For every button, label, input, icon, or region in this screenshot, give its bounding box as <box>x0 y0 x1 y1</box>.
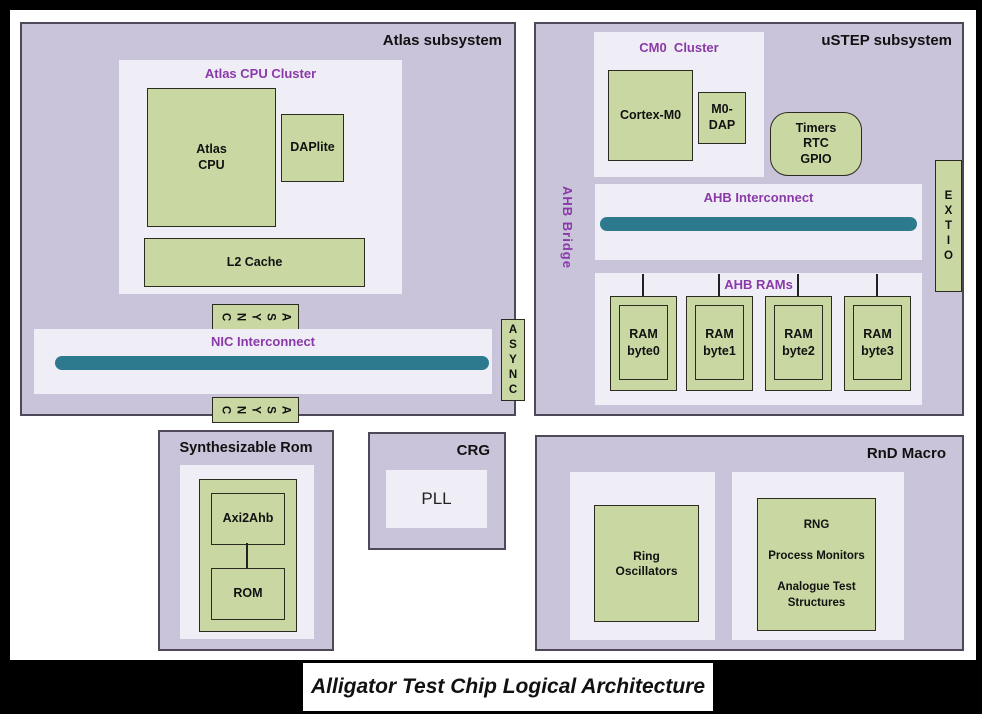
ram-byte3-block: RAM byte3 <box>844 296 911 391</box>
rnd-macro-box: RnD Macro Ring Oscillators RNG Process M… <box>535 435 964 651</box>
rng-process-monitors-block: RNG Process Monitors Analogue Test Struc… <box>757 498 876 631</box>
rnd-macro-title: RnD Macro <box>866 445 946 462</box>
ustep-subsystem-title: uSTEP subsystem <box>821 32 952 49</box>
ram-byte3-label: RAM byte3 <box>853 305 902 380</box>
ram3-connector-line <box>876 274 878 304</box>
atlas-cpu-cluster-panel: Atlas CPU Cluster Atlas CPU DAPlite L2 C… <box>119 60 402 294</box>
ring-oscillators-block: Ring Oscillators <box>594 505 699 622</box>
daplite-block: DAPlite <box>281 114 344 182</box>
atlas-cpu-cluster-title: Atlas CPU Cluster <box>204 66 317 81</box>
ahb-bridge-label: AHB Bridge <box>560 186 575 269</box>
ring-oscillators-panel: Ring Oscillators <box>570 472 715 640</box>
cm0-cluster-panel: CM0 Cluster Cortex-M0 M0- DAP <box>594 32 764 177</box>
axi2ahb-rom-connector-line <box>246 543 248 568</box>
atlas-subsystem-box: Atlas subsystem Atlas CPU Cluster Atlas … <box>20 22 525 423</box>
synthesizable-rom-title: Synthesizable Rom <box>179 440 313 456</box>
axi2ahb-block: Axi2Ahb <box>211 493 285 545</box>
ustep-subsystem-box: uSTEP subsystem CM0 Cluster Cortex-M0 M0… <box>534 22 964 416</box>
atlas-cpu-block: Atlas CPU <box>147 88 276 227</box>
rom-wrapper-block: Axi2Ahb ROM <box>199 479 297 632</box>
rom-block: ROM <box>211 568 285 620</box>
nic-interconnect-title: NIC Interconnect <box>210 334 315 349</box>
ram1-connector-line <box>718 274 720 304</box>
ram0-connector-line <box>642 274 644 304</box>
pll-block: PLL <box>386 470 487 528</box>
atlas-subsystem-title: Atlas subsystem <box>382 32 502 49</box>
ahb-interconnect-panel: AHB Interconnect <box>595 184 922 260</box>
synthesizable-rom-panel: Axi2Ahb ROM <box>180 465 314 639</box>
ram-byte2-block: RAM byte2 <box>765 296 832 391</box>
ahb-rams-panel: AHB RAMs RAM byte0 RAM byte1 RAM byte2 R… <box>595 273 922 405</box>
synthesizable-rom-box: Synthesizable Rom Axi2Ahb ROM <box>158 430 334 651</box>
l2-cache-block: L2 Cache <box>144 238 365 287</box>
m0-dap-block: M0- DAP <box>698 92 746 144</box>
rng-panel: RNG Process Monitors Analogue Test Struc… <box>732 472 904 640</box>
crg-box: CRG PLL <box>368 432 506 550</box>
ahb-interconnect-bus-bar <box>600 217 917 231</box>
ram-byte0-label: RAM byte0 <box>619 305 668 380</box>
ram-byte0-block: RAM byte0 <box>610 296 677 391</box>
nic-interconnect-panel: NIC Interconnect <box>34 329 492 394</box>
ram-byte2-label: RAM byte2 <box>774 305 823 380</box>
cm0-cluster-title: CM0 Cluster <box>639 40 719 55</box>
nic-interconnect-bus-bar <box>55 356 489 370</box>
ahb-rams-title: AHB RAMs <box>724 277 793 292</box>
crg-title: CRG <box>456 442 490 459</box>
ram-byte1-label: RAM byte1 <box>695 305 744 380</box>
ahb-interconnect-title: AHB Interconnect <box>703 190 814 205</box>
ram-byte1-block: RAM byte1 <box>686 296 753 391</box>
cortex-m0-block: Cortex-M0 <box>608 70 693 161</box>
timers-rtc-gpio-block: Timers RTC GPIO <box>770 112 862 176</box>
ram2-connector-line <box>797 274 799 304</box>
diagram-title: Alligator Test Chip Logical Architecture <box>311 675 705 698</box>
diagram-title-box: Alligator Test Chip Logical Architecture <box>303 663 713 711</box>
